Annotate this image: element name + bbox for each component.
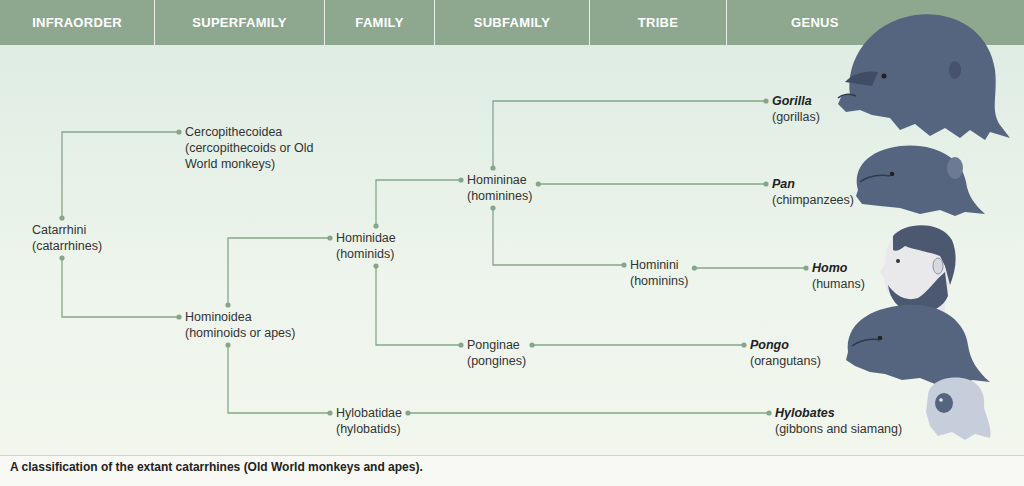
taxon-name: Hominidae — [336, 230, 396, 246]
connector-dot — [458, 342, 463, 347]
tree-connector — [228, 345, 330, 413]
common-name: (hominines) — [467, 188, 532, 204]
taxon-name: Cercopithecoidea — [185, 124, 325, 140]
taxon-name: Catarrhini — [32, 222, 102, 238]
genus-entry: Homo(humans) — [812, 260, 865, 292]
tree-connector — [538, 183, 766, 184]
common-name: (orangutans) — [750, 353, 821, 369]
column-heading: GENUS — [727, 0, 1024, 45]
connector-dot — [490, 205, 495, 210]
connector-dot — [225, 302, 230, 307]
connector-dot — [176, 129, 181, 134]
connector-dot — [621, 262, 626, 267]
column-heading: SUPERFAMILY — [155, 0, 325, 45]
column-heading: INFRAORDER — [0, 0, 155, 45]
connector-dot — [741, 342, 746, 347]
header-band: INFRAORDERSUPERFAMILYFAMILYSUBFAMILYTRIB… — [0, 0, 1024, 45]
connector-dot — [373, 263, 378, 268]
gorilla-head — [838, 14, 1010, 140]
connector-dot — [225, 342, 230, 347]
column-heading: FAMILY — [325, 0, 435, 45]
taxon-name: Hominoidea — [185, 309, 295, 325]
common-name: (hominoids or apes) — [185, 325, 295, 341]
common-name: (catarrhines) — [32, 238, 102, 254]
genus-entry: Pan(chimpanzees) — [772, 176, 854, 208]
human-head — [880, 225, 956, 315]
common-name: (pongines) — [467, 353, 526, 369]
connector-dot — [327, 235, 332, 240]
connector-dot — [327, 410, 332, 415]
tree-connector — [228, 238, 330, 305]
connector-dot — [763, 181, 768, 186]
taxon-entry: Cercopithecoidea(cercopithecoids or Old … — [185, 124, 325, 172]
connector-dot — [529, 342, 534, 347]
connector-dot — [536, 181, 541, 186]
genus-entry: Gorilla(gorillas) — [772, 93, 820, 125]
tree-connector — [694, 267, 806, 268]
common-name: (humans) — [812, 276, 865, 292]
connector-dot — [373, 223, 378, 228]
taxon-name: Pongo — [750, 337, 821, 353]
orangutan-head — [846, 305, 990, 386]
genus-entry: Pongo(orangutans) — [750, 337, 821, 369]
taxon-entry: Hominini(hominins) — [630, 257, 688, 289]
taxon-name: Hominini — [630, 257, 688, 273]
column-heading: SUBFAMILY — [435, 0, 590, 45]
common-name: (gibbons and siamang) — [775, 421, 902, 437]
connector-dot — [405, 410, 410, 415]
taxon-entry: Homininae(hominines) — [467, 172, 532, 204]
taxon-name: Hylobatidae — [336, 405, 402, 421]
connector-dot — [763, 98, 768, 103]
taxon-name: Homininae — [467, 172, 532, 188]
tree-connector — [376, 180, 461, 226]
taxon-entry: Hylobatidae(hylobatids) — [336, 405, 402, 437]
common-name: (chimpanzees) — [772, 192, 854, 208]
connector-dot — [490, 165, 495, 170]
tree-connector — [62, 258, 179, 317]
taxon-entry: Ponginae(pongines) — [467, 337, 526, 369]
taxon-name: Hylobates — [775, 405, 902, 421]
connector-dot — [692, 265, 697, 270]
taxon-name: Pan — [772, 176, 854, 192]
tree-connector — [532, 344, 744, 345]
tree-connector — [62, 132, 179, 218]
tree-connector — [493, 208, 624, 265]
chimpanzee-head — [856, 145, 985, 216]
connector-dot — [176, 314, 181, 319]
connector-dot — [59, 255, 64, 260]
taxon-entry: Catarrhini(catarrhines) — [32, 222, 102, 254]
tree-connector — [493, 101, 766, 168]
connector-dot — [803, 265, 808, 270]
figure-caption: A classification of the extant catarrhin… — [10, 460, 423, 474]
tree-connector — [376, 266, 461, 345]
taxon-name: Ponginae — [467, 337, 526, 353]
connector-dot — [766, 410, 771, 415]
column-heading: TRIBE — [590, 0, 727, 45]
common-name: (cercopithecoids or Old World monkeys) — [185, 140, 325, 172]
taxon-name: Homo — [812, 260, 865, 276]
common-name: (hominids) — [336, 246, 396, 262]
gibbon-head — [926, 378, 991, 440]
common-name: (hylobatids) — [336, 421, 402, 437]
taxon-entry: Hominoidea(hominoids or apes) — [185, 309, 295, 341]
connector-dot — [59, 215, 64, 220]
genus-entry: Hylobates(gibbons and siamang) — [775, 405, 902, 437]
common-name: (gorillas) — [772, 109, 820, 125]
taxon-name: Gorilla — [772, 93, 820, 109]
common-name: (hominins) — [630, 273, 688, 289]
taxon-entry: Hominidae(hominids) — [336, 230, 396, 262]
tree-connector — [408, 412, 769, 413]
connector-dot — [458, 177, 463, 182]
